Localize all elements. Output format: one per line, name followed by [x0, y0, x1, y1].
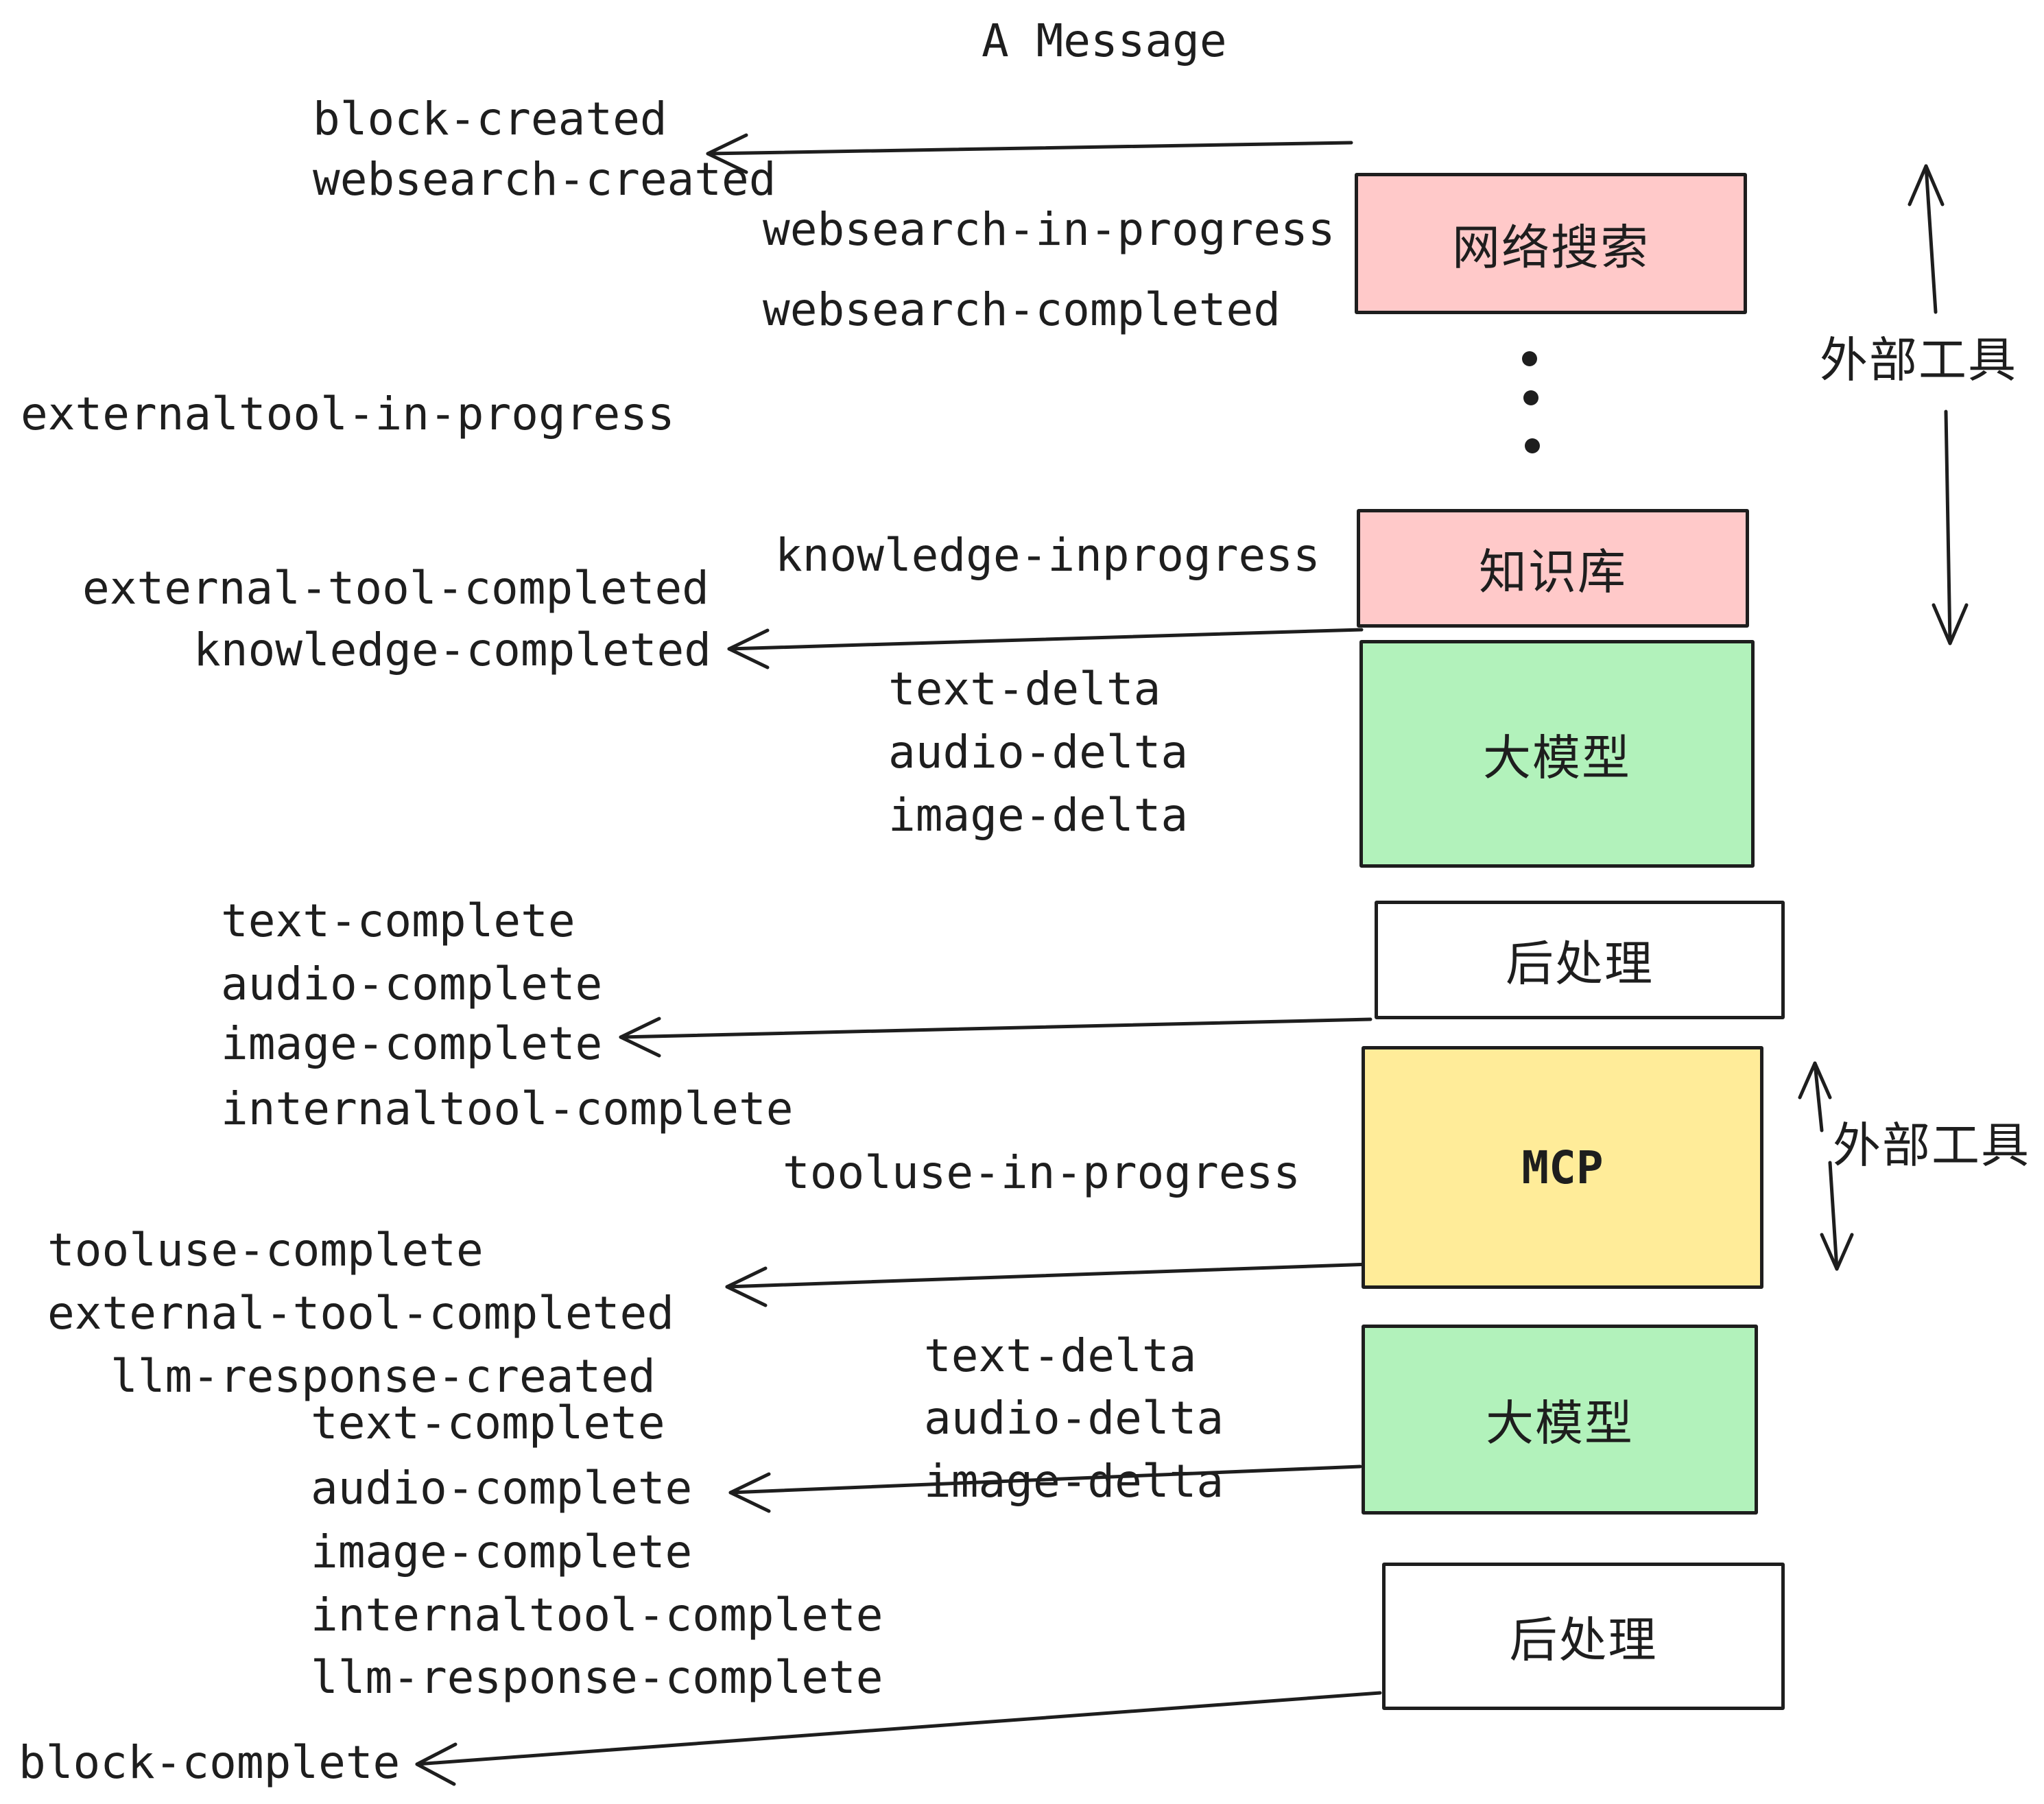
event-audio-complete-2: audio-complete: [311, 1462, 693, 1515]
box-mcp: MCP: [1362, 1046, 1763, 1289]
box-knowledge-label: 知识库: [1479, 545, 1627, 599]
event-websearch-completed: websearch-completed: [763, 283, 1281, 336]
box-mcp-label: MCP: [1521, 1141, 1604, 1194]
event-websearch-created: websearch-created: [313, 153, 776, 206]
event-knowledge-completed: knowledge-completed: [193, 624, 711, 676]
event-text-delta-1: text-delta: [888, 663, 1161, 715]
box-postprocess-1-label: 后处理: [1506, 937, 1654, 990]
arrow-knowledge-completed: [727, 628, 1364, 669]
box-postprocess-1: 后处理: [1375, 901, 1785, 1019]
event-llm-response-created: llm-response-created: [110, 1350, 656, 1403]
label-external-tools-top: 外部工具: [1820, 333, 2017, 387]
range-arrow-down-external-tools-top: [1932, 410, 1969, 645]
arrow-audio-complete: [728, 1464, 1362, 1513]
box-llm-2: 大模型: [1362, 1325, 1758, 1515]
box-llm-1: 大模型: [1359, 640, 1755, 868]
event-audio-delta-1: audio-delta: [888, 726, 1189, 779]
event-image-delta-1: image-delta: [888, 789, 1189, 842]
event-block-complete: block-complete: [19, 1736, 401, 1789]
arrow-image-complete: [619, 1017, 1372, 1058]
event-tooluse-in-progress: tooluse-in-progress: [783, 1146, 1300, 1199]
diagram-title: A Message: [982, 14, 1227, 67]
event-tooluse-complete: tooluse-complete: [47, 1224, 484, 1277]
range-arrow-down-external-tools-bottom: [1820, 1161, 1854, 1271]
arrow-block-complete: [415, 1691, 1382, 1786]
event-externaltool-in-progress: externaltool-in-progress: [21, 388, 675, 440]
arrow-websearch-created: [706, 133, 1353, 174]
event-internaltool-complete-1: internaltool-complete: [221, 1082, 794, 1135]
event-llm-response-complete: llm-response-complete: [311, 1651, 883, 1704]
box-postprocess-2-label: 后处理: [1509, 1613, 1658, 1667]
event-external-tool-completed-2: external-tool-completed: [47, 1287, 674, 1340]
event-text-complete-2: text-complete: [311, 1397, 665, 1449]
event-internaltool-complete-2: internaltool-complete: [311, 1589, 883, 1641]
box-postprocess-2: 后处理: [1382, 1563, 1785, 1710]
event-text-delta-2: text-delta: [924, 1329, 1197, 1382]
box-llm-2-label: 大模型: [1486, 1397, 1634, 1450]
event-audio-complete-1: audio-complete: [221, 958, 603, 1010]
event-block-created: block-created: [313, 93, 667, 145]
box-knowledge: 知识库: [1357, 509, 1749, 628]
arrow-tooluse-complete: [725, 1262, 1372, 1307]
box-websearch-label: 网络搜索: [1452, 220, 1650, 274]
event-audio-delta-2: audio-delta: [924, 1392, 1224, 1445]
range-arrow-up-external-tools-top: [1908, 164, 1945, 314]
event-image-complete-2: image-complete: [311, 1526, 693, 1578]
event-knowledge-inprogress: knowledge-inprogress: [775, 529, 1320, 582]
event-image-complete-1: image-complete: [221, 1017, 603, 1070]
event-text-complete-1: text-complete: [221, 894, 575, 947]
event-websearch-in-progress: websearch-in-progress: [763, 203, 1335, 256]
event-image-delta-2: image-delta: [924, 1455, 1224, 1508]
range-arrow-up-external-tools-bottom: [1798, 1061, 1832, 1132]
box-llm-1-label: 大模型: [1483, 731, 1631, 785]
label-external-tools-bottom: 外部工具: [1833, 1119, 2030, 1172]
box-websearch: 网络搜索: [1355, 173, 1747, 314]
event-external-tool-completed-1: external-tool-completed: [82, 562, 709, 615]
ellipsis-dots-icon: [1522, 351, 1540, 453]
